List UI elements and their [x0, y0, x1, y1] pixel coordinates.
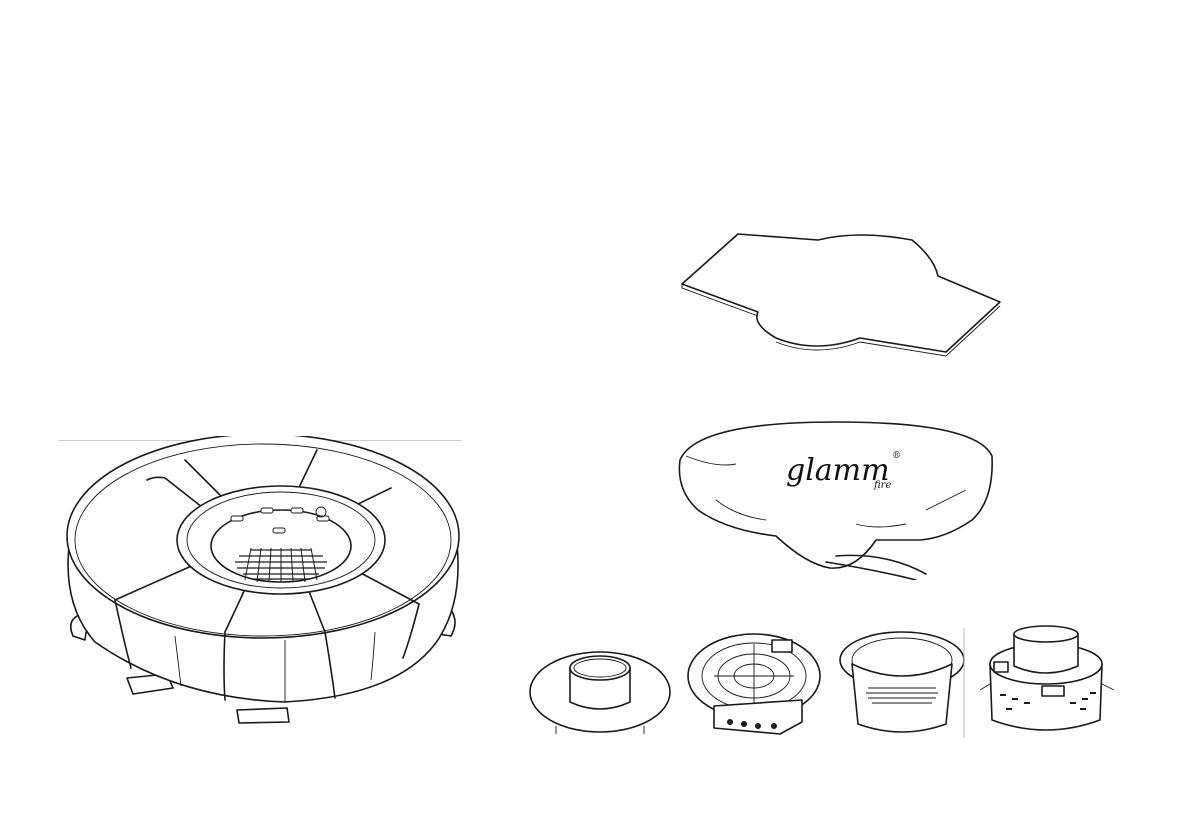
insert-burner-unit-drawing	[980, 624, 1116, 740]
lid-plate-drawing	[676, 228, 1006, 358]
logo-mark-text: ®	[892, 451, 901, 461]
insert-burner-control-drawing	[684, 630, 826, 740]
insert-basket-grate-drawing	[836, 628, 968, 738]
insert-ring-adapter-drawing	[526, 638, 674, 738]
fire-pit-drawing	[55, 436, 475, 736]
logo-sub-text: fire	[873, 480, 891, 491]
cover-logo: glamm fire ®	[786, 444, 906, 494]
